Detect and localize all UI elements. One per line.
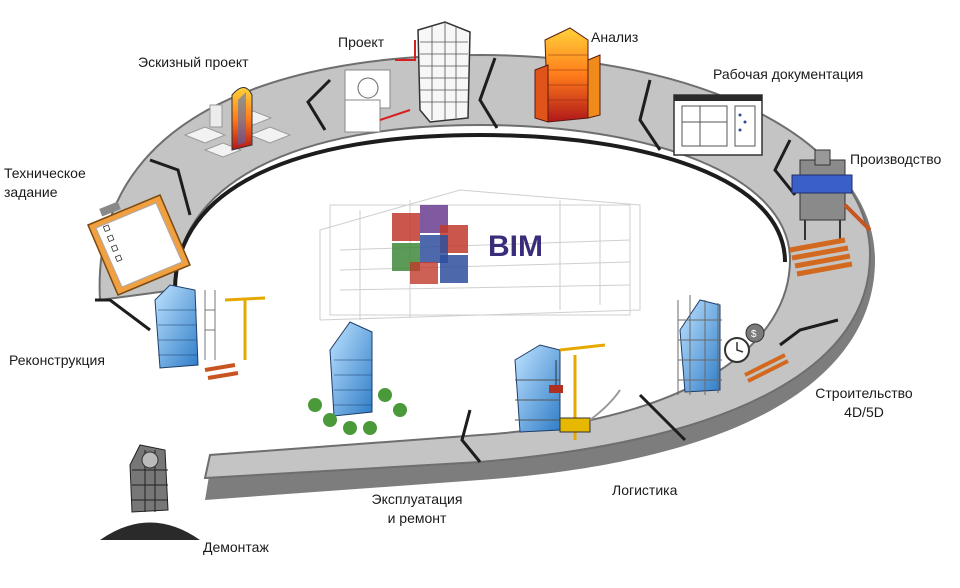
label-reconstruction: Реконструкция	[9, 352, 105, 368]
ring-inner-edge	[173, 132, 787, 291]
working-docs-icon	[673, 94, 763, 156]
ring-segment-separators	[95, 57, 839, 463]
cube-red-3	[410, 262, 438, 284]
center-building-sketch	[319, 189, 641, 321]
cube-blue-2	[440, 255, 468, 283]
label-operation-line2: и ремонт	[387, 510, 447, 526]
demolition-icon	[100, 444, 200, 540]
project-icon	[344, 21, 471, 133]
label-analysis: Анализ	[591, 29, 639, 45]
label-tech-task: Техническое задание	[4, 164, 86, 202]
label-production: Производство	[850, 151, 942, 167]
label-operation-line1: Эксплуатация	[371, 491, 463, 507]
coin-icon	[745, 323, 765, 343]
construction-4d5d-icon: $	[677, 295, 789, 395]
label-construction-line1: Строительство	[815, 385, 913, 401]
label-operation: Эксплуатация и ремонт	[362, 490, 472, 528]
sketch-project-icon	[183, 87, 292, 158]
reconstruction-icon	[154, 284, 266, 380]
bim-cube-logo	[392, 205, 468, 284]
label-tech-task-line2: задание	[4, 184, 58, 200]
label-tech-task-line1: Техническое	[4, 165, 86, 181]
production-icon	[789, 149, 872, 277]
analysis-icon	[534, 27, 601, 123]
svg-text:$: $	[751, 329, 757, 340]
operation-icon	[308, 321, 407, 435]
bim-title: BIM	[488, 230, 543, 263]
logistics-icon	[514, 343, 621, 440]
label-sketch-project: Эскизный проект	[138, 54, 249, 70]
label-construction-line2: 4D/5D	[844, 404, 884, 420]
label-demolition: Демонтаж	[203, 539, 269, 555]
label-construction: Строительство 4D/5D	[812, 384, 916, 422]
cube-red	[392, 213, 420, 241]
label-working-docs: Рабочая документация	[713, 66, 864, 82]
label-project: Проект	[338, 34, 385, 50]
label-logistics: Логистика	[612, 482, 678, 498]
tech-task-clipboard-icon	[87, 194, 191, 296]
